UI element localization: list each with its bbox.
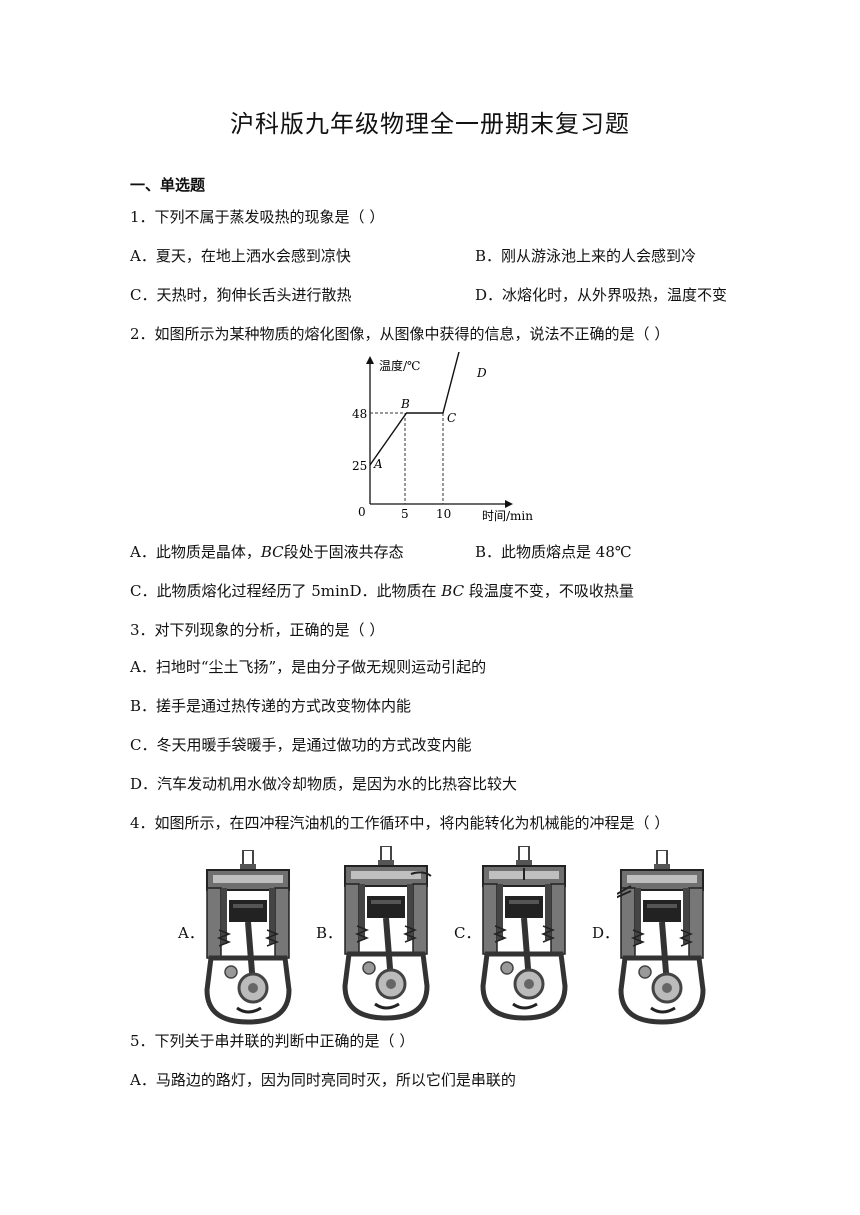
q2-a-text-1: A．此物质是晶体， — [130, 543, 261, 561]
q2-d-text-2: 段温度不变，不吸收热量 — [464, 582, 634, 600]
q2-option-cd: C．此物质熔化过程经历了 5minD．此物质在 BC 段温度不变，不吸收热量 — [130, 580, 634, 601]
q3-option-a: A．扫地时“尘土飞扬”，是由分子做无规则运动引起的 — [130, 658, 487, 676]
point-b-label: B — [400, 397, 410, 411]
engine-intake-icon — [203, 850, 295, 1025]
q3-stem: 3．对下列现象的分析，正确的是（ ） — [130, 621, 385, 639]
engine-exhaust-icon — [617, 850, 709, 1025]
q1-option-a: A．夏天，在地上洒水会感到凉快 — [130, 247, 351, 265]
q1-stem: 1．下列不属于蒸发吸热的现象是（ ） — [130, 208, 385, 226]
q4-label-b: B． — [316, 924, 343, 942]
x-axis-label: 时间/min — [482, 509, 533, 523]
q2-d-text-1: D．此物质在 — [349, 582, 442, 600]
x-tick-0: 0 — [358, 505, 366, 519]
q4-label-a: A． — [178, 924, 204, 942]
q3-option-d: D．汽车发动机用水做冷却物质，是因为水的比热容比较大 — [130, 775, 518, 793]
q3-option-b: B．搓手是通过热传递的方式改变物体内能 — [130, 697, 412, 715]
q3-option-c: C．冬天用暖手袋暖手，是通过做功的方式改变内能 — [130, 736, 472, 754]
q1-option-b: B．刚从游泳池上来的人会感到冷 — [475, 247, 697, 265]
melting-graph: 温度/℃ 时间/min 48 25 0 5 10 A B C D — [352, 352, 533, 523]
y-tick-48: 48 — [352, 407, 367, 421]
point-d-label: D — [476, 366, 487, 380]
q4-label-d: D． — [592, 924, 620, 942]
q5-stem: 5．下列关于串并联的判断中正确的是（ ） — [130, 1032, 415, 1050]
q2-option-c: C．此物质熔化过程经历了 5min — [130, 582, 350, 600]
y-axis-arrow — [366, 356, 374, 364]
q2-a-text-2: 段处于固液共存态 — [283, 543, 404, 561]
x-tick-5: 5 — [401, 507, 409, 521]
q2-option-b: B．此物质熔点是 48℃ — [475, 543, 632, 561]
y-axis-label: 温度/℃ — [379, 358, 420, 373]
section-heading: 一、单选题 — [130, 176, 206, 194]
q4-label-c: C． — [454, 924, 481, 942]
q1-option-c: C．天热时，狗伸长舌头进行散热 — [130, 286, 352, 304]
engine-compression-icon — [341, 846, 432, 1021]
y-tick-25: 25 — [352, 459, 367, 473]
point-c-label: C — [447, 411, 456, 425]
q4-stem: 4．如图所示，在四冲程汽油机的工作循环中，将内能转化为机械能的冲程是（ ） — [130, 814, 670, 832]
x-axis-arrow — [505, 500, 513, 508]
point-a-label: A — [373, 457, 383, 471]
q5-option-a: A．马路边的路灯，因为同时亮同时灭，所以它们是串联的 — [130, 1071, 516, 1089]
q2-option-a: A．此物质是晶体，BC段处于固液共存态 — [130, 541, 404, 562]
x-tick-10: 10 — [436, 507, 451, 521]
q2-a-bc: BC — [260, 543, 284, 561]
q2-d-bc: BC — [441, 582, 465, 600]
temperature-series-line — [369, 352, 460, 466]
page-title: 沪科版九年级物理全一册期末复习题 — [230, 110, 630, 138]
q2-stem: 2．如图所示为某种物质的熔化图像，从图像中获得的信息，说法不正确的是（ ） — [130, 325, 670, 343]
q1-option-d: D．冰熔化时，从外界吸热，温度不变 — [475, 286, 728, 304]
engine-power-icon — [479, 846, 571, 1021]
